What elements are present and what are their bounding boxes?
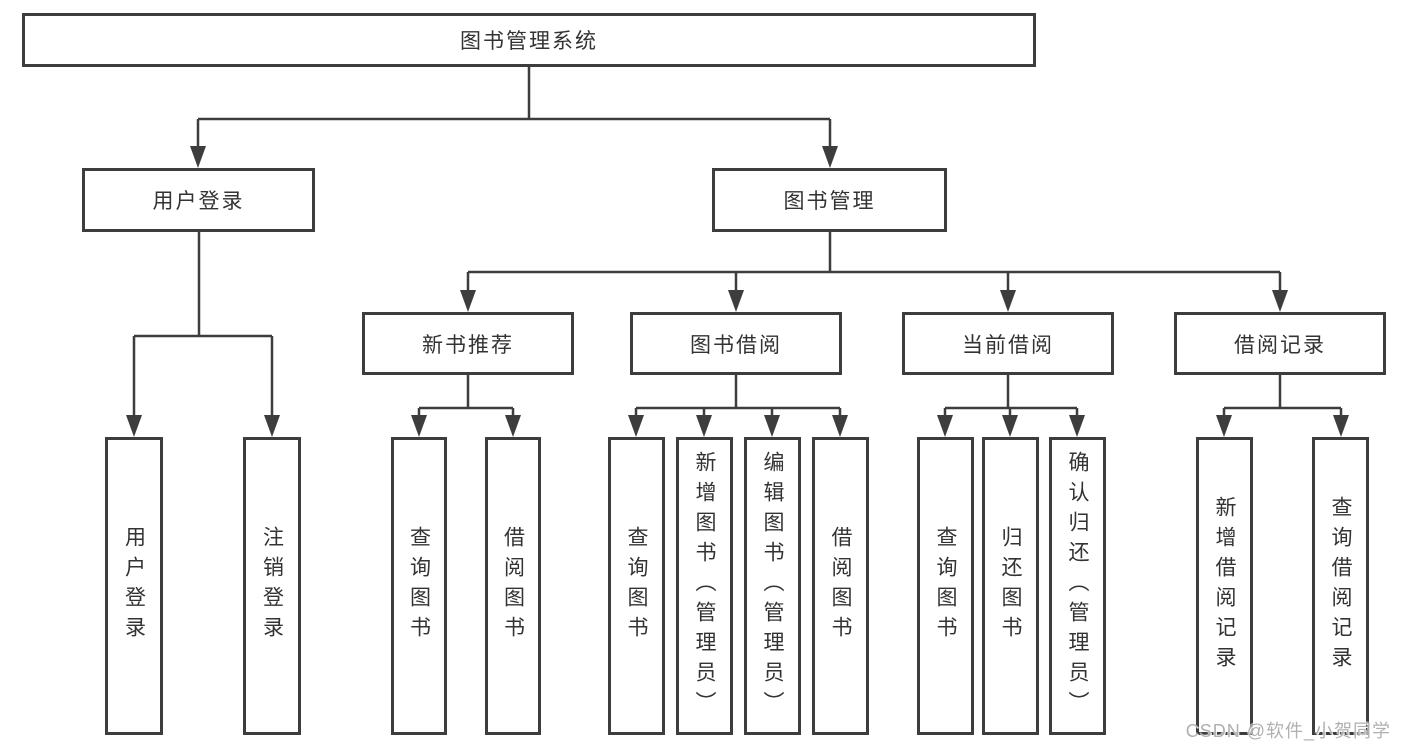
leaf-add-book-admin: 新增图书（管理员） (676, 437, 733, 735)
node-label: 新增图书（管理员） (693, 451, 716, 721)
node-root-system: 图书管理系统 (22, 13, 1036, 67)
leaf-add-borrow-record: 新增借阅记录 (1196, 437, 1253, 735)
leaf-query-books-current: 查询图书 (917, 437, 974, 735)
leaf-logout: 注销登录 (243, 437, 301, 735)
node-label: 确认归还（管理员） (1066, 451, 1089, 721)
leaf-confirm-return-admin: 确认归还（管理员） (1049, 437, 1106, 735)
node-label: 查询借阅记录 (1329, 496, 1352, 676)
node-label: 查询图书 (934, 526, 957, 646)
leaf-borrow-books-recommend: 借阅图书 (485, 437, 541, 735)
node-book-borrow: 图书借阅 (630, 312, 842, 375)
leaf-user-login: 用户登录 (105, 437, 163, 735)
node-label: 新增借阅记录 (1213, 496, 1236, 676)
node-label: 查询图书 (625, 526, 648, 646)
leaf-edit-book-admin: 编辑图书（管理员） (744, 437, 801, 735)
node-label: 借阅图书 (829, 526, 852, 646)
leaf-query-borrow-record: 查询借阅记录 (1312, 437, 1369, 735)
node-label: 新书推荐 (422, 333, 514, 357)
node-user-login: 用户登录 (82, 168, 315, 232)
node-label: 归还图书 (999, 526, 1022, 646)
node-label: 用户登录 (152, 190, 245, 213)
node-current-borrow: 当前借阅 (902, 312, 1114, 375)
node-new-book-recommend: 新书推荐 (362, 312, 574, 375)
node-label: 借阅记录 (1234, 333, 1326, 357)
node-label: 图书管理系统 (460, 30, 598, 53)
node-label: 借阅图书 (501, 526, 525, 646)
node-label: 注销登录 (260, 526, 284, 646)
node-label: 图书借阅 (690, 333, 782, 357)
arrowhead-icons (126, 146, 1349, 437)
node-borrow-records: 借阅记录 (1174, 312, 1386, 375)
node-label: 查询图书 (407, 526, 431, 646)
leaf-borrow-books-borrow: 借阅图书 (812, 437, 869, 735)
node-label: 图书管理 (783, 190, 876, 213)
node-label: 编辑图书（管理员） (761, 451, 784, 721)
node-book-management: 图书管理 (712, 168, 947, 232)
leaf-query-books-borrow: 查询图书 (608, 437, 665, 735)
leaf-query-books-recommend: 查询图书 (391, 437, 447, 735)
node-label: 当前借阅 (962, 333, 1054, 357)
leaf-return-book: 归还图书 (982, 437, 1039, 735)
node-label: 用户登录 (122, 526, 146, 646)
